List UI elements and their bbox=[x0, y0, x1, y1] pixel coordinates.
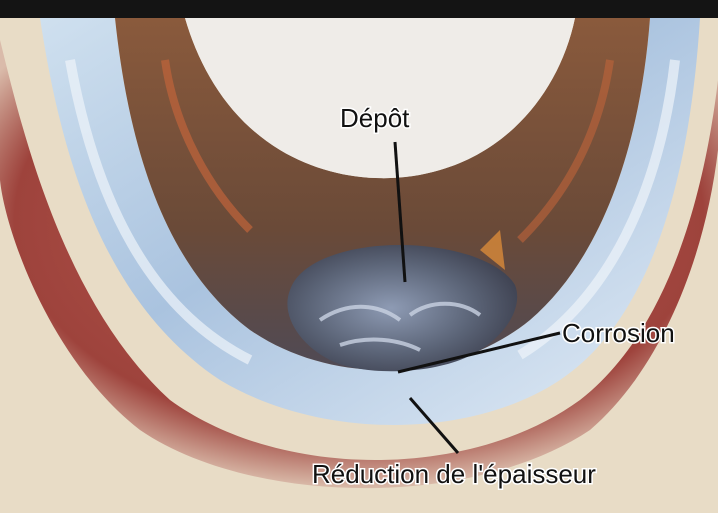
depot-label: Dépôt bbox=[340, 103, 410, 133]
reduction-label: Réduction de l'épaisseur bbox=[312, 459, 596, 489]
corrosion-label: Corrosion bbox=[562, 318, 675, 348]
top-dark-band bbox=[0, 0, 718, 18]
